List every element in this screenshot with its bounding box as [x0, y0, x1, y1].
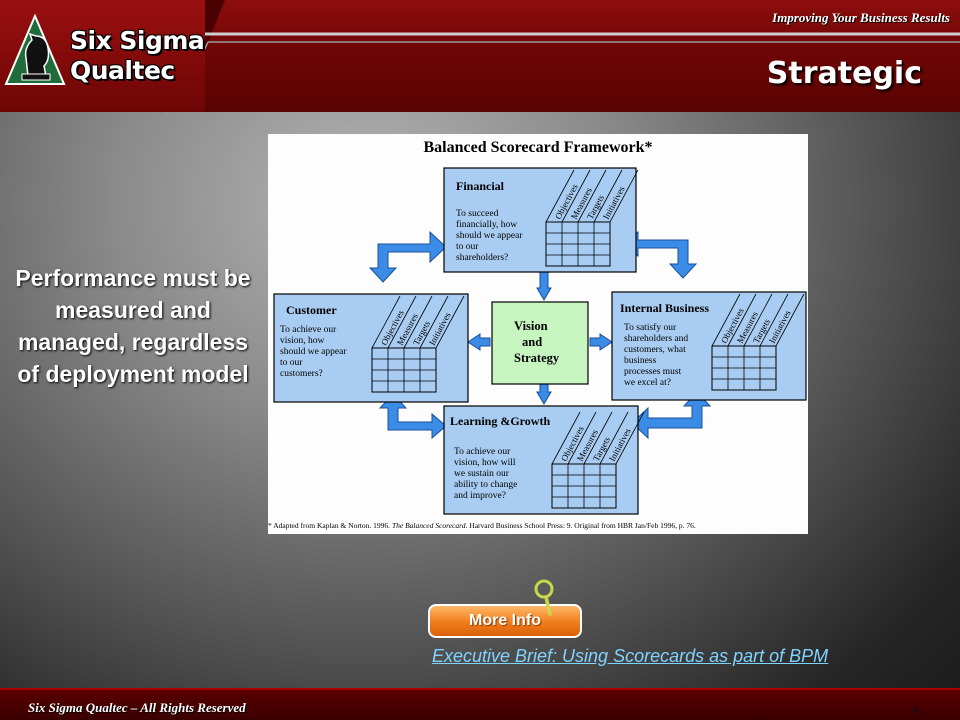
brand-line-2: Qualtec [70, 56, 175, 85]
arrow-center-to-financial [536, 271, 552, 301]
tagline: Improving Your Business Results [772, 10, 950, 25]
arrow-customer-to-financial [368, 230, 447, 283]
performance-statement: Performance must be measured and managed… [15, 265, 251, 387]
arrow-center-to-learning [536, 381, 552, 405]
arrow-center-to-customer [467, 333, 491, 351]
customer-text: To achieve our vision, how should we app… [280, 325, 349, 379]
arrow-learning-to-customer [378, 393, 447, 440]
more-info-button[interactable]: More Info [428, 604, 582, 638]
flow-arrows [368, 230, 712, 440]
internal-text: To satisfy our shareholders and customer… [624, 322, 690, 388]
financial-text: To succeed financially, how should we ap… [456, 209, 525, 263]
arrow-financial-to-internal [623, 230, 698, 279]
learning-growth-box: Learning &Growth To achieve our vision, … [443, 405, 645, 515]
arrow-center-to-internal [589, 333, 613, 351]
figure-title: Balanced Scorecard Framework* [424, 139, 653, 156]
figure-footnote: * Adapted from Kaplan & Norton. 1996. Th… [268, 521, 696, 530]
center-line-1: Vision [514, 319, 548, 333]
slide-title: Strategic [766, 56, 922, 91]
magnifier-icon [534, 579, 554, 616]
financial-box: Financial To succeed financially, how sh… [443, 167, 639, 273]
brand-line-1: Six Sigma [70, 26, 205, 55]
customer-title: Customer [286, 303, 337, 317]
internal-title: Internal Business [620, 301, 709, 315]
executive-brief-link[interactable]: Executive Brief: Using Scorecards as par… [432, 646, 829, 666]
learning-text: To achieve our vision, how will we susta… [454, 447, 520, 501]
center-line-3: Strategy [514, 351, 560, 365]
footer-bar: Six Sigma Qualtec – All Rights Reserved … [0, 688, 960, 720]
customer-box: Customer To achieve our vision, how shou… [273, 293, 469, 403]
center-line-2: and [522, 335, 542, 349]
knight-logo-icon [4, 14, 66, 85]
scorecard-diagram: Balanced Scorecard Framework* Financial … [268, 139, 807, 530]
brand-name: Six Sigma Qualtec [70, 26, 205, 86]
page-number: 4 [911, 702, 919, 717]
internal-business-box: Internal Business To satisfy our shareho… [611, 291, 807, 401]
vision-strategy-box: Vision and Strategy [491, 301, 589, 385]
copyright-text: Six Sigma Qualtec – All Rights Reserved [28, 700, 246, 715]
learning-title: Learning &Growth [450, 414, 550, 428]
financial-title: Financial [456, 179, 505, 193]
